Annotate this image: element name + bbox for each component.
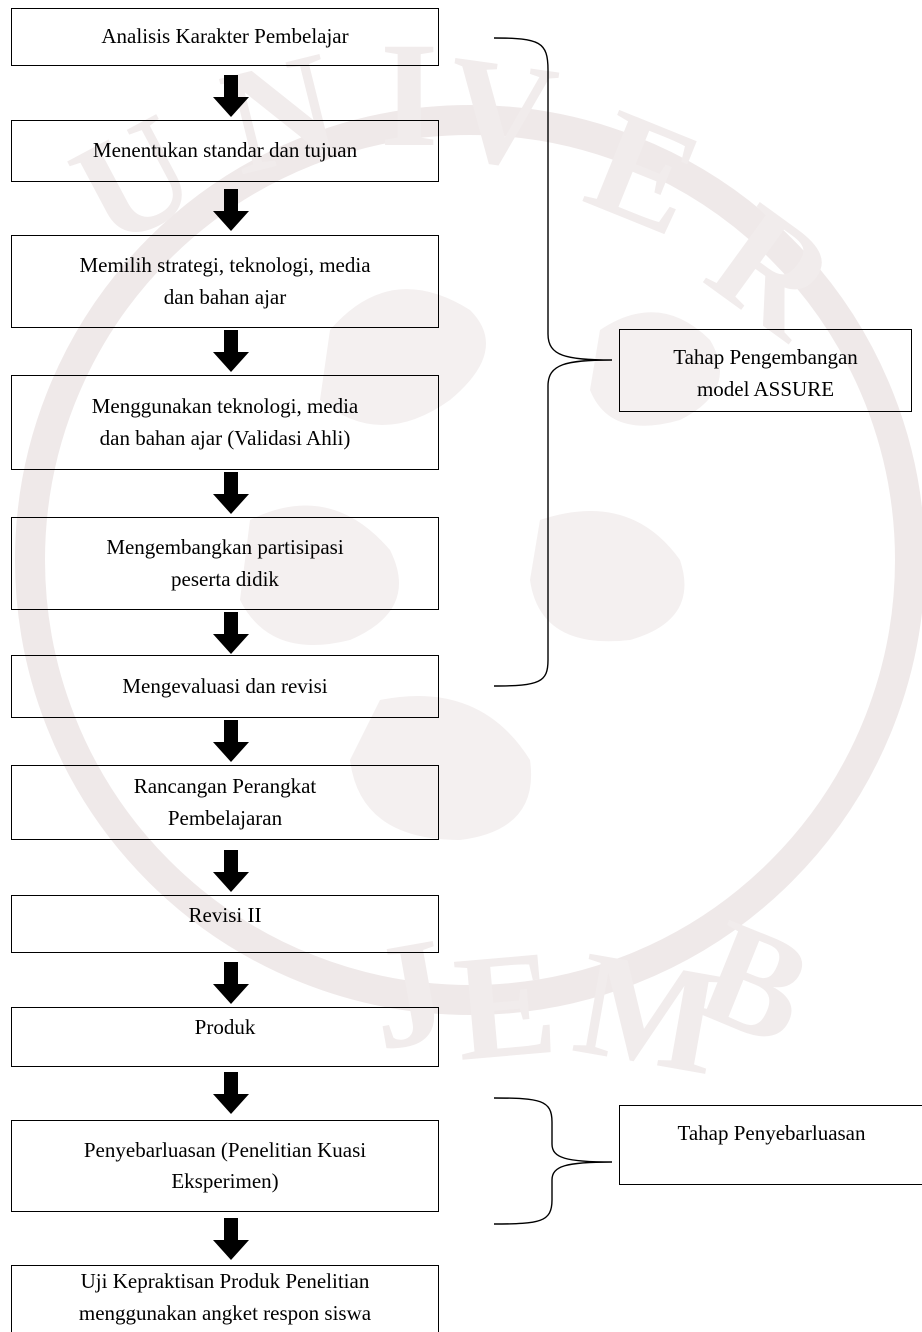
down-arrow-icon bbox=[213, 1072, 249, 1114]
step-penyebarluasan-line2: Eksperimen) bbox=[171, 1169, 279, 1193]
down-arrow-icon bbox=[213, 75, 249, 117]
down-arrow-icon bbox=[213, 189, 249, 231]
step-uji-kepraktisan-line2: menggunakan angket respon siswa bbox=[78, 1300, 372, 1325]
down-arrow-icon bbox=[213, 720, 249, 762]
down-arrow-icon bbox=[213, 850, 249, 892]
stage-development-line2: model ASSURE bbox=[696, 376, 835, 401]
stage-development-box: Tahap Pengembangan model ASSURE bbox=[619, 329, 912, 412]
down-arrow-icon bbox=[213, 1218, 249, 1260]
stage-development-line1: Tahap Pengembangan bbox=[673, 345, 858, 369]
down-arrow-icon bbox=[213, 612, 249, 654]
dissemination-brace bbox=[493, 1097, 613, 1225]
step-analisis-karakter-label: Analisis Karakter Pembelajar bbox=[101, 24, 349, 49]
development-brace bbox=[493, 37, 613, 687]
step-uji-kepraktisan-line1: Uji Kepraktisan Produk Penelitian bbox=[80, 1269, 370, 1293]
step-penyebarluasan-line1: Penyebarluasan (Penelitian Kuasi bbox=[83, 1137, 367, 1162]
step-produk-label: Produk bbox=[194, 1015, 256, 1039]
down-arrow-icon bbox=[213, 330, 249, 372]
stage-dissemination-box: Tahap Penyebarluasan bbox=[619, 1105, 922, 1185]
down-arrow-icon bbox=[213, 962, 249, 1004]
step-analisis-karakter: Analisis Karakter Pembelajar bbox=[11, 8, 439, 66]
stage-dissemination-label: Tahap Penyebarluasan bbox=[677, 1121, 866, 1145]
down-arrow-icon bbox=[213, 472, 249, 514]
step-penyebarluasan: Penyebarluasan (Penelitian Kuasi Eksperi… bbox=[11, 1120, 439, 1212]
step-uji-kepraktisan: Uji Kepraktisan Produk Penelitian menggu… bbox=[11, 1265, 439, 1332]
